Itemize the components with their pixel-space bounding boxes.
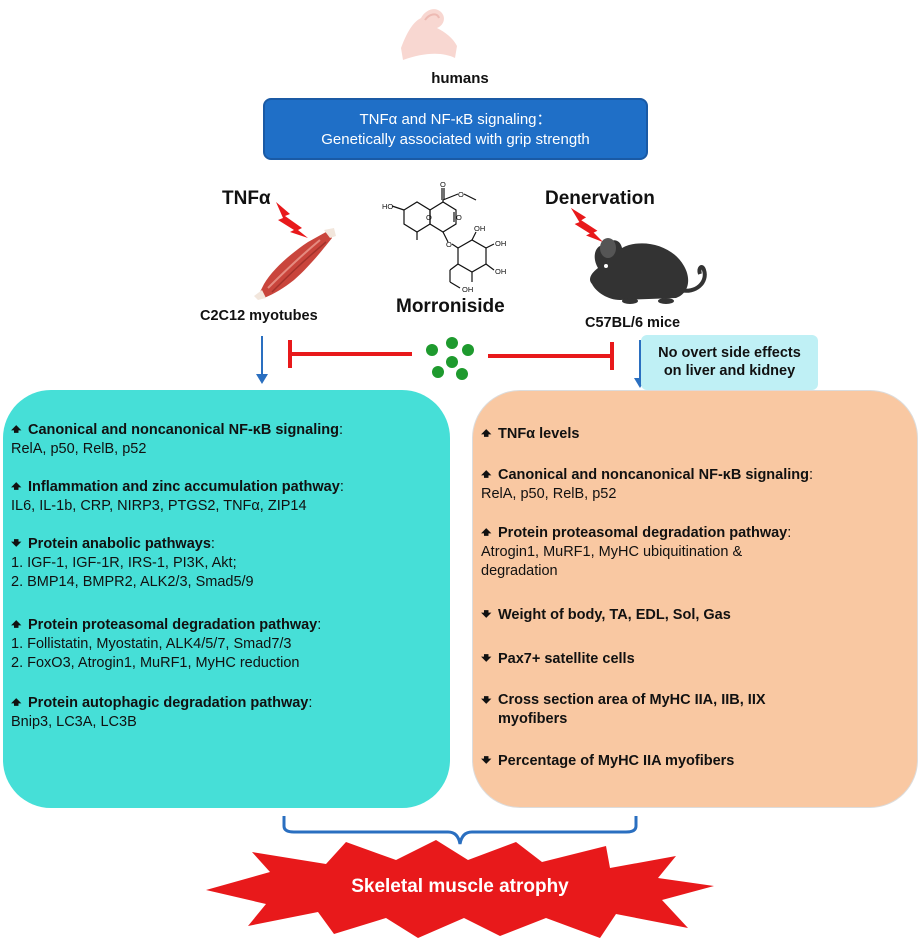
up-arrow-icon: 🠹 [481,424,492,443]
side-effects-note-text: No overt side effects on liver and kidne… [658,345,801,379]
c57bl6-label: C57BL/6 mice [585,315,681,331]
down-arrow-left [256,336,268,384]
list-item: 🠹 Protein proteasomal degradation pathway… [481,523,791,581]
item-detail: Atrogin1, MuRF1, MyHC ubiquitination & d… [481,544,743,579]
item-detail: Bnip3, LC3A, LC3B [11,714,137,730]
tnfa-title: TNFα [222,188,271,209]
up-arrow-icon: 🠹 [11,477,22,496]
brace-icon [282,816,638,845]
list-item: 🠻 Protein anabolic pathways: 1. IGF-1, IG… [11,534,254,592]
down-arrow-icon: 🠻 [481,751,492,770]
item-heading: Protein proteasomal degradation pathway [28,617,318,633]
up-arrow-icon: 🠹 [11,420,22,439]
mice-findings-panel: 🠹 TNFα levels 🠹 Canonical and noncanonical… [472,390,918,808]
down-arrow-icon: 🠻 [481,691,492,710]
mouse-icon [590,238,707,304]
item-detail: RelA, p50, RelB, p52 [11,441,147,457]
item-detail: RelA, p50, RelB, p52 [481,486,617,502]
item-heading: Canonical and noncanonical NF-κB signali… [28,422,339,438]
down-arrow-icon: 🠻 [11,534,22,553]
list-item: 🠻 Pax7+ satellite cells [481,649,635,669]
green-dots-icon [426,337,474,380]
banner-line-1: TNFα and NF-κB signaling： [359,111,552,128]
structure-label: O [440,180,446,189]
inhibition-line-right [488,342,614,370]
structure-label: O [446,240,452,249]
structure-label: O [458,190,464,199]
burst-shape [206,840,714,938]
list-item: 🠹 Canonical and noncanonical NF-κB signal… [481,465,813,504]
pathway-connectors [256,336,646,388]
item-detail: IL6, IL-1b, CRP, NIRP3, PTGS2, TNFα, ZIP… [11,498,307,514]
list-item: 🠻 Weight of body, TA, EDL, Sol, Gas [481,605,731,625]
item-suffix: : [787,525,792,541]
item-heading: Protein autophagic degradation pathway [28,695,309,711]
item-suffix: : [308,695,313,711]
inhibition-line-left [288,340,412,368]
item-suffix: : [210,536,215,552]
up-arrow-icon: 🠹 [481,465,492,484]
molecule-structure: HO O O O O O OH OH OH OH [382,180,506,294]
item-heading: Percentage of MyHC IIA myofibers [498,753,735,769]
structure-label: O [426,213,432,222]
list-item: 🠹 Canonical and noncanonical NF-κB signal… [11,420,343,459]
list-item: 🠹 Protein autophagic degradation pathway:… [11,693,312,732]
list-item: 🠻 Percentage of MyHC IIA myofibers [481,751,734,771]
down-arrow-icon: 🠻 [481,605,492,624]
list-item: 🠻 Cross section area of MyHC IIA, IIB, II… [481,691,766,729]
item-suffix: : [809,467,814,483]
item-suffix: : [317,617,322,633]
genetic-association-banner: TNFα and NF-κB signaling： Genetically as… [263,98,648,160]
item-heading: Cross section area of MyHC IIA, IIB, IIX… [498,692,766,727]
humans-label: humans [431,70,489,87]
structure-label: O [456,213,462,222]
arm-icon [401,9,457,60]
item-heading: Weight of body, TA, EDL, Sol, Gas [498,607,731,623]
item-detail: 1. Follistatin, Myostatin, ALK4/5/7, Sma… [11,636,300,671]
item-detail: 1. IGF-1, IGF-1R, IRS-1, PI3K, Akt; 2. B… [11,555,254,590]
morroniside-label: Morroniside [396,296,505,317]
list-item: 🠹 Protein proteasomal degradation pathway… [11,615,321,673]
structure-label: OH [462,285,473,294]
structure-label: OH [495,239,506,248]
up-arrow-icon: 🠹 [11,615,22,634]
item-heading: TNFα levels [498,426,580,442]
denervation-title: Denervation [545,188,655,209]
c2c12-findings-panel: 🠹 Canonical and noncanonical NF-κB signal… [3,390,450,808]
item-heading: Protein anabolic pathways [28,536,211,552]
muscle-icon [254,228,336,300]
list-item: 🠹 TNFα levels [481,424,579,444]
lightning-icon [570,207,604,243]
lightning-icon [276,202,308,238]
structure-label: OH [495,267,506,276]
up-arrow-icon: 🠹 [481,523,492,542]
structure-label: OH [474,224,485,233]
item-heading: Inflammation and zinc accumulation pathw… [28,479,340,495]
side-effects-note: No overt side effects on liver and kidne… [641,335,818,390]
item-suffix: : [339,422,344,438]
down-arrow-icon: 🠻 [481,649,492,668]
outcome-label: Skeletal muscle atrophy [351,876,569,897]
banner-line-2: Genetically associated with grip strengt… [321,131,590,148]
item-heading: Pax7+ satellite cells [498,651,635,667]
list-item: 🠹 Inflammation and zinc accumulation path… [11,477,344,516]
item-heading: Canonical and noncanonical NF-κB signali… [498,467,809,483]
structure-label: HO [382,202,393,211]
item-suffix: : [339,479,344,495]
c2c12-label: C2C12 myotubes [200,308,318,324]
up-arrow-icon: 🠹 [11,693,22,712]
item-heading: Protein proteasomal degradation pathway [498,525,788,541]
